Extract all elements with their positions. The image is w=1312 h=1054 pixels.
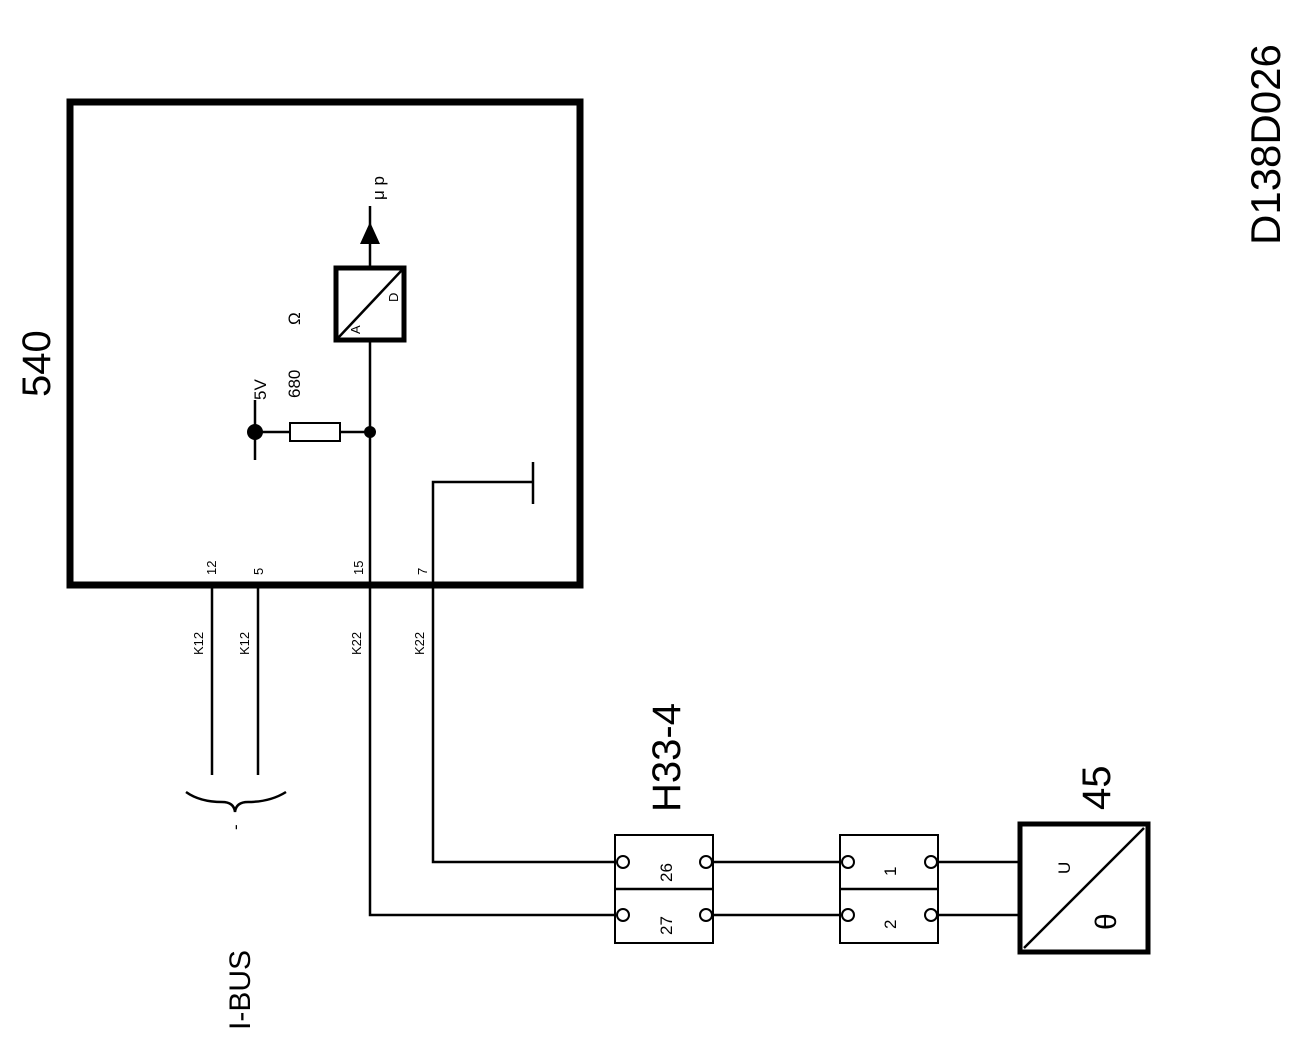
pin-7: 7 — [415, 568, 430, 575]
adc-input-label: A — [348, 325, 363, 334]
adc-output-label: D — [386, 293, 401, 302]
wire-code-4: K22 — [412, 632, 427, 655]
resistor — [289, 422, 341, 442]
brace-mark: - — [226, 824, 245, 830]
control-unit-label: 540 — [15, 330, 59, 397]
wire-code-1: K12 — [191, 632, 206, 655]
connector-pin-27: 27 — [657, 916, 676, 935]
connector-pin-26: 26 — [657, 863, 676, 882]
sensor-symbol-theta: θ — [1090, 913, 1123, 930]
sensor-connector-pin-1: 1 — [881, 867, 900, 876]
wire-code-2: K12 — [237, 632, 252, 655]
sensor-connector-pin-2: 2 — [881, 920, 900, 929]
output-label: μ p — [369, 176, 388, 200]
output-arrow-icon — [360, 222, 380, 244]
sensor-symbol-u: U — [1055, 862, 1074, 874]
resistor-value: 680 — [285, 370, 304, 398]
wire-code-3: K22 — [349, 632, 364, 655]
drawing-code: D138D026 — [1242, 44, 1289, 245]
resistor-unit: Ω — [285, 312, 304, 325]
bus-brace — [185, 790, 287, 813]
sensor-label: 45 — [1075, 766, 1119, 811]
pin-12: 12 — [204, 561, 219, 575]
bus-label: I-BUS — [224, 950, 257, 1030]
supply-label: 5V — [251, 379, 270, 400]
pin-5: 5 — [251, 568, 266, 575]
pin-15: 15 — [351, 561, 366, 575]
control-unit-box — [66, 98, 584, 589]
connector-label: H33-4 — [645, 703, 689, 812]
